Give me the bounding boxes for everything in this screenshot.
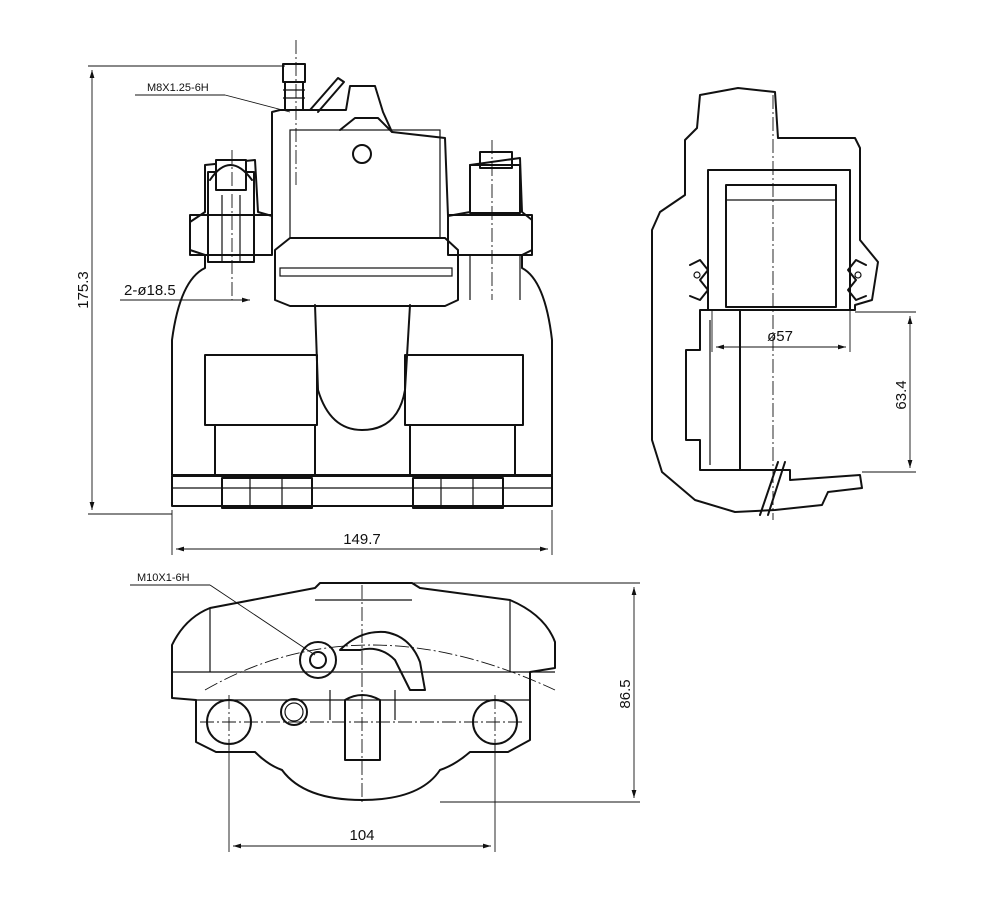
dim-height-total: 175.3 bbox=[75, 271, 92, 309]
dim-piston-dia: ø57 bbox=[767, 328, 793, 345]
bottom-view-dimensions: 86.5 104 M10X1-6H bbox=[130, 572, 640, 852]
note-inlet-thread: M10X1-6H bbox=[137, 572, 190, 584]
front-view bbox=[171, 40, 553, 509]
dim-guide-pin-dia: 2-ø18.5 bbox=[124, 282, 176, 299]
dim-section-depth: 63.4 bbox=[893, 380, 910, 409]
section-view-dimensions: 63.4 ø57 bbox=[711, 310, 916, 473]
dim-mount-spacing: 104 bbox=[349, 827, 374, 844]
bottom-view bbox=[171, 582, 556, 805]
dim-width-total: 149.7 bbox=[343, 531, 381, 548]
dim-bottom-height: 86.5 bbox=[617, 679, 634, 708]
front-view-dimensions: 175.3 149.7 2-ø18.5 M8X1.25-6H bbox=[75, 65, 553, 555]
note-bleed-thread: M8X1.25-6H bbox=[147, 82, 209, 94]
section-view bbox=[651, 87, 879, 520]
